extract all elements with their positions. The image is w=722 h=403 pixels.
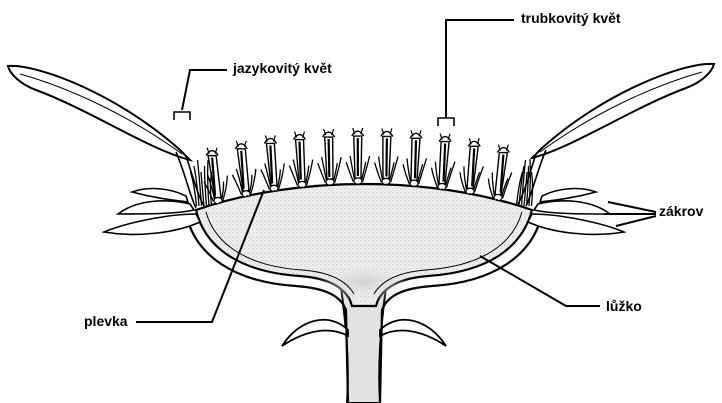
label-ray-flower: jazykovitý květ — [233, 60, 332, 76]
disc-floret — [346, 128, 369, 184]
leader-ray — [174, 70, 227, 120]
involucre-bract-left-3 — [132, 189, 188, 202]
leader-involucre — [604, 202, 656, 226]
ray-flower-left — [8, 66, 204, 208]
disc-floret — [460, 138, 483, 194]
leader-receptacle — [480, 256, 600, 306]
involucre-bract-left-2 — [118, 201, 194, 214]
disc-floret — [432, 134, 455, 190]
label-receptacle: lůžko — [606, 298, 642, 314]
ray-flower-right — [518, 64, 714, 206]
involucre-bract-right-1 — [528, 214, 624, 234]
disc-floret — [403, 130, 426, 186]
label-tubular-flower: trubkovitý květ — [521, 10, 621, 26]
disc-floret — [318, 129, 341, 185]
disc-floret — [375, 128, 398, 184]
edge-chaff-cluster — [517, 160, 533, 206]
receptacle-core — [316, 262, 412, 302]
disc-floret — [232, 141, 255, 197]
involucre-bract-right-2 — [534, 201, 610, 214]
disc-floret — [261, 135, 284, 191]
disc-floret — [289, 132, 312, 188]
label-chaff: plevka — [84, 313, 128, 329]
leader-tubular — [438, 20, 514, 126]
edge-chaff-cluster — [191, 160, 212, 206]
stem-leaf-right — [380, 320, 446, 346]
involucre-bract-left-1 — [104, 214, 200, 234]
label-involucre: zákrov — [659, 203, 703, 219]
involucre-bract-right-3 — [540, 189, 596, 202]
disc-floret — [488, 145, 511, 201]
stem-leaf-left — [282, 320, 348, 346]
